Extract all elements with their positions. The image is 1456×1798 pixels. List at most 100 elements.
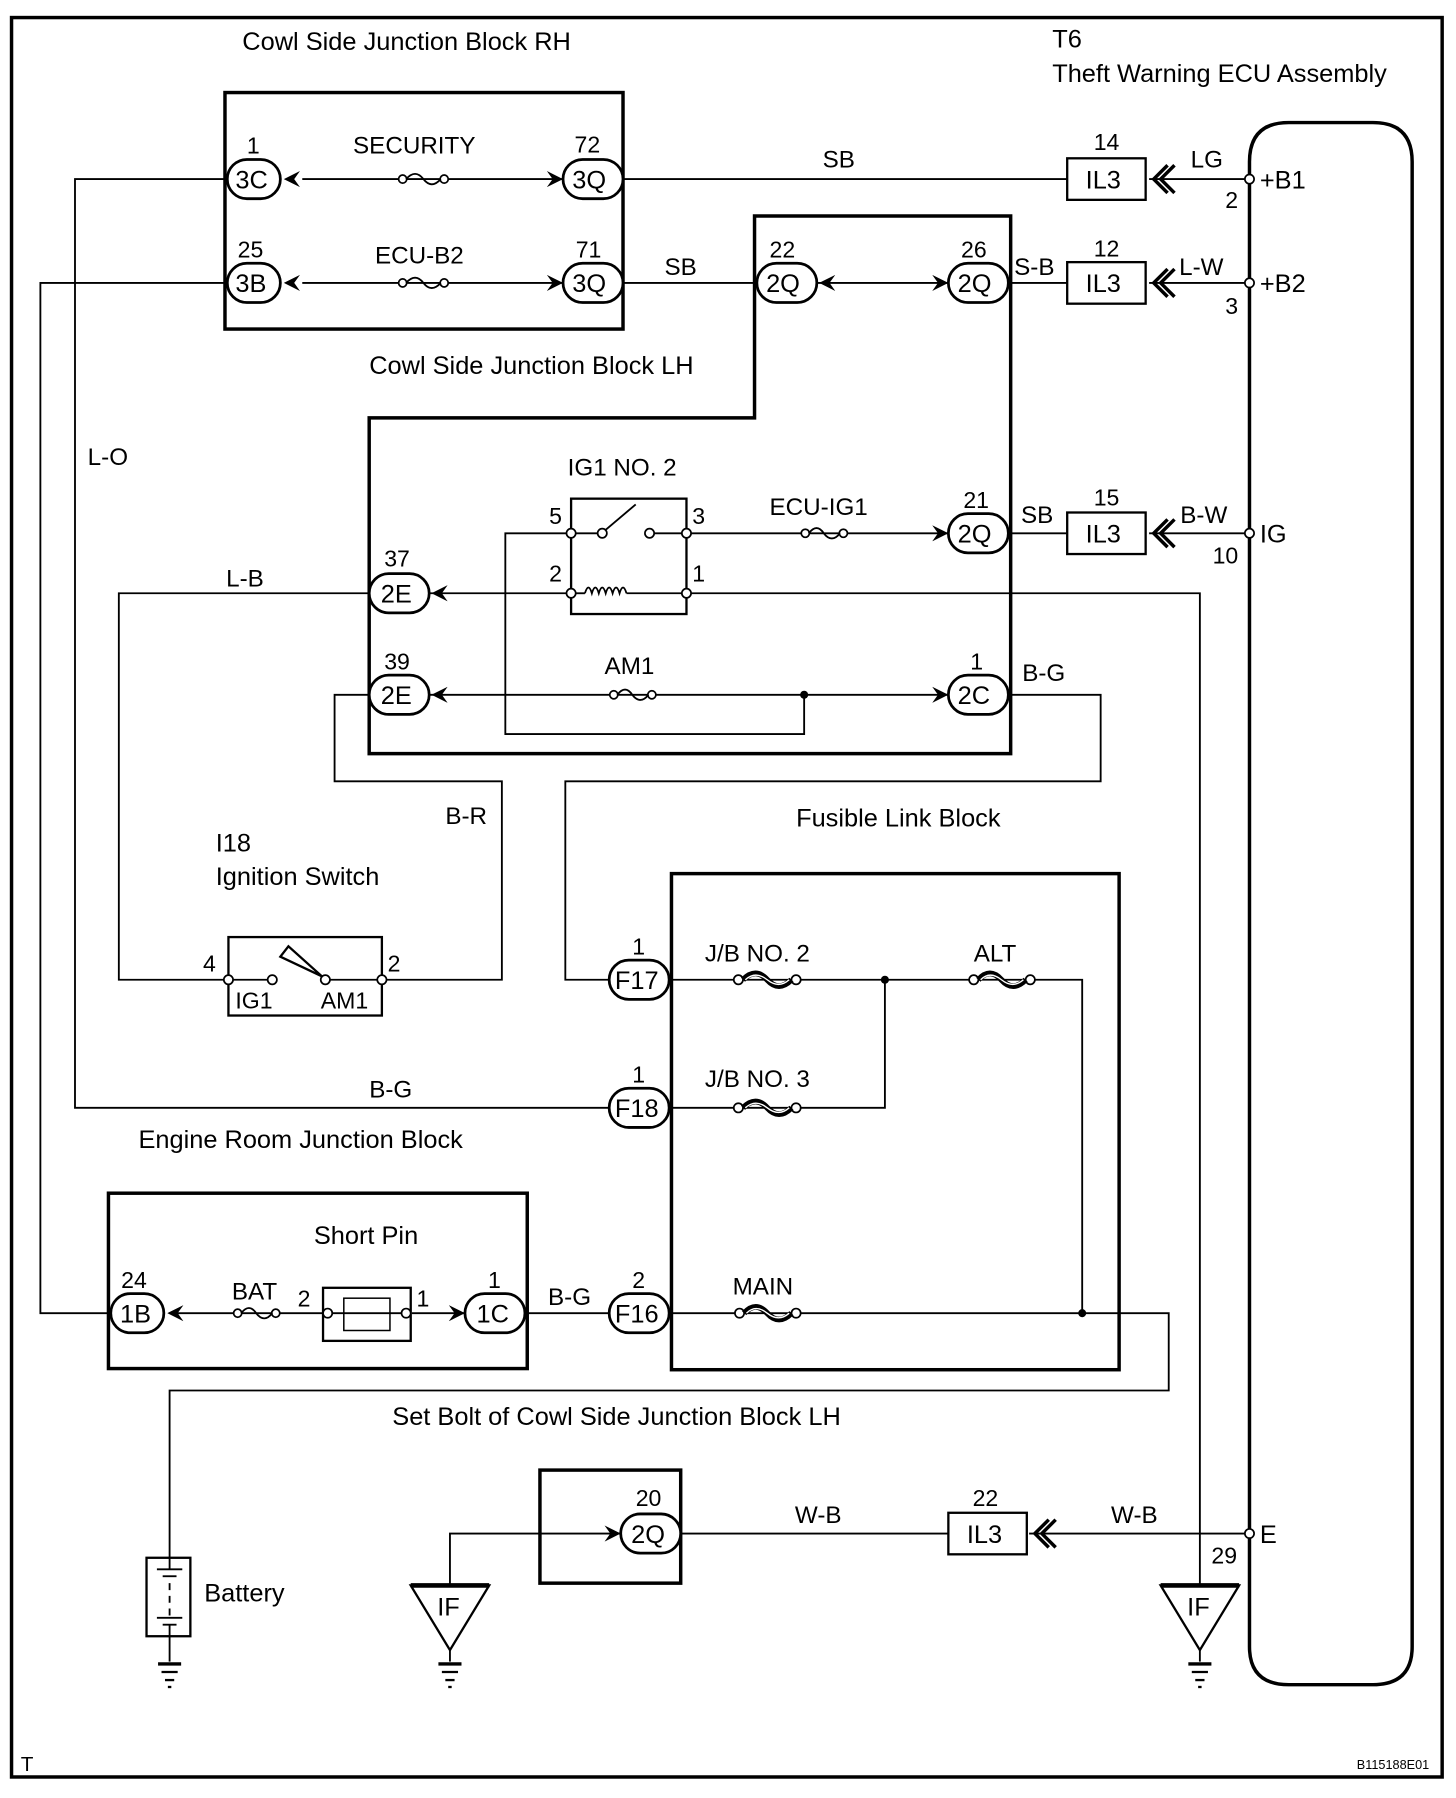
connector-3q-72-pin: 72 (575, 132, 601, 158)
fusible-link-box (669, 871, 1121, 1372)
junction-dot (1078, 1309, 1087, 1318)
wire-label-sb-top: SB (823, 147, 855, 174)
ecu-code: T6 (1052, 26, 1082, 54)
cowl-lh-box (367, 214, 1013, 756)
ground-label-left: IF (437, 1593, 460, 1621)
ecu-terminal-b1-pin: 2 (1225, 187, 1238, 213)
ecu-box (1247, 120, 1414, 1687)
connector-1b-code: 1B (120, 1300, 151, 1328)
ignition-contact-am1: AM1 (321, 988, 368, 1014)
connector-3c-pin: 1 (247, 133, 260, 159)
fuse-ecu-ig1-label: ECU-IG1 (770, 494, 868, 521)
connector-f17-code: F17 (615, 967, 659, 995)
connector-2q-21 (932, 512, 1010, 555)
corner-mark: T (21, 1753, 34, 1776)
connector-il3-22-pin: 22 (973, 1485, 999, 1511)
short-pin-title: Short Pin (314, 1222, 418, 1250)
connector-2q-26 (932, 261, 1010, 304)
connector-il3-15-code: IL3 (1086, 520, 1121, 548)
short-pin-box (106, 1191, 529, 1371)
connector-2q-26-pin: 26 (961, 237, 987, 263)
relay-ig1-no2 (565, 497, 692, 616)
relay-pin-5: 5 (549, 503, 562, 529)
outer-frame (9, 15, 1444, 1779)
ecu-terminal-b1: +B1 (1260, 166, 1306, 194)
connector-2c-pin: 1 (970, 648, 983, 674)
ground-icon (158, 1662, 182, 1689)
connector-2q-21-code: 2Q (958, 520, 992, 548)
connector-2q-20-pin: 20 (636, 1485, 662, 1511)
wire-label-w-b-left: W-B (795, 1502, 842, 1529)
connector-2q-22-code: 2Q (766, 270, 800, 298)
fusible-link-jb2-icon (732, 970, 802, 989)
ground-point-if-left (408, 1583, 492, 1653)
fuse-bat-icon (232, 1307, 281, 1320)
connector-2e-39-pin: 39 (384, 648, 410, 674)
ignition-pin-4: 4 (203, 951, 216, 977)
cowl-rh-box (223, 90, 625, 331)
ignition-switch-code: I18 (216, 830, 251, 858)
connector-2q-21-pin: 21 (963, 487, 989, 513)
ecu-terminal-e: E (1260, 1521, 1277, 1549)
ignition-switch (222, 935, 388, 1017)
connector-3q-71 (546, 261, 625, 304)
fusible-link-alt-label: ALT (974, 940, 1017, 967)
wire-label-l-o: L-O (88, 444, 128, 471)
connector-2c-code: 2C (958, 682, 990, 710)
connector-f18-code: F18 (615, 1095, 659, 1123)
cowl-rh-title: Cowl Side Junction Block RH (242, 28, 571, 56)
fuse-ecu-b2-icon (397, 276, 450, 290)
connector-3b (225, 261, 300, 304)
connector-il3-14 (1066, 157, 1176, 201)
wire-label-sb-ecub2: SB (665, 254, 697, 281)
wire-label-l-b: L-B (226, 565, 264, 592)
connector-2q-20-code: 2Q (631, 1521, 665, 1549)
relay-pin-3: 3 (692, 503, 705, 529)
connector-2q-22 (755, 261, 836, 304)
connector-il3-12-pin: 12 (1094, 235, 1120, 261)
connector-il3-12 (1066, 260, 1176, 305)
connector-1c (448, 1292, 527, 1335)
connector-f16 (607, 1292, 671, 1335)
ground-icon (1188, 1662, 1212, 1689)
connector-2c (932, 673, 1010, 716)
wire-label-b-r: B-R (445, 803, 487, 830)
connector-1b (109, 1292, 184, 1335)
ecu-title: Theft Warning ECU Assembly (1052, 60, 1387, 88)
fuse-bat-label: BAT (232, 1278, 278, 1305)
wire-label-b-g-2c: B-G (1022, 660, 1065, 687)
connector-il3-14-pin: 14 (1094, 129, 1120, 155)
ecu-terminal-b2-pin: 3 (1225, 293, 1238, 319)
relay-title: IG1 NO. 2 (568, 455, 677, 482)
connector-3b-pin: 25 (238, 237, 264, 263)
connector-1b-pin: 24 (121, 1267, 147, 1293)
wire-label-w-b-right: W-B (1111, 1502, 1158, 1529)
fusible-link-main-icon (734, 1303, 802, 1323)
wire-label-b-w: B-W (1180, 502, 1227, 529)
connector-il3-12-code: IL3 (1086, 270, 1121, 298)
connector-il3-15-pin: 15 (1094, 485, 1120, 511)
wires (39, 178, 1250, 1662)
ignition-switch-title: Ignition Switch (216, 863, 380, 891)
fusible-link-main-label: MAIN (733, 1274, 794, 1301)
connector-2e-37 (367, 572, 448, 615)
fuse-security-icon (397, 172, 450, 186)
connector-3b-code: 3B (235, 270, 266, 298)
cowl-lh-title: Cowl Side Junction Block LH (369, 352, 693, 380)
connector-3q-72-code: 3Q (572, 166, 606, 194)
battery-title: Battery (204, 1580, 285, 1608)
connector-il3-15 (1066, 511, 1176, 556)
connector-1c-code: 1C (476, 1300, 508, 1328)
figure-id: B115188E01 (1357, 1758, 1429, 1772)
fuse-security-label: SECURITY (353, 133, 475, 160)
set-bolt-title: Set Bolt of Cowl Side Junction Block LH (392, 1403, 841, 1431)
fusible-link-jb3-icon (732, 1098, 802, 1118)
wire-label-b-g-f16: B-G (548, 1284, 591, 1311)
connector-2e-39-code: 2E (381, 682, 412, 710)
fusible-link-title: Fusible Link Block (796, 804, 1001, 832)
connector-f17-pin: 1 (632, 933, 645, 959)
short-pin-pin-2: 2 (298, 1285, 311, 1311)
connector-f16-pin: 2 (632, 1267, 645, 1293)
connector-il3-22 (947, 1511, 1057, 1556)
